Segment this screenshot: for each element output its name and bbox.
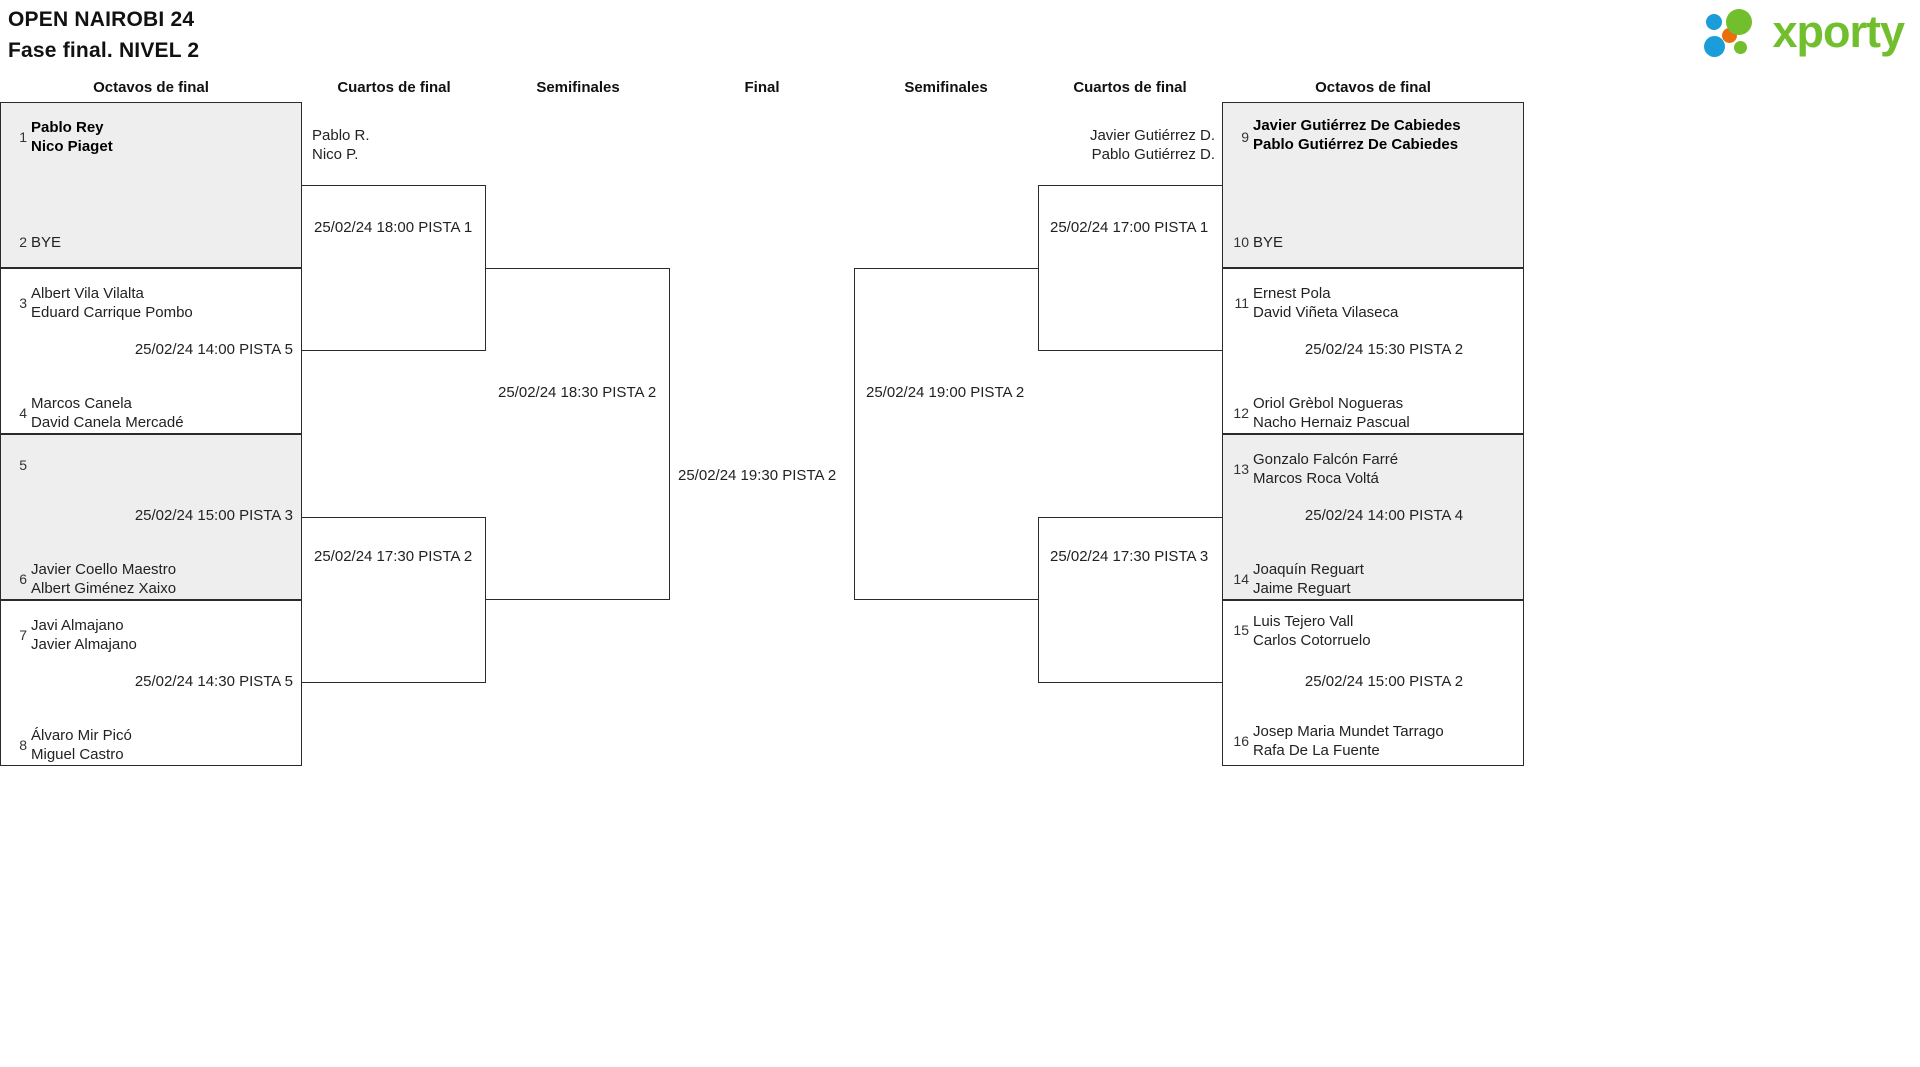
match-schedule: 25/02/24 14:00 PISTA 5 bbox=[134, 341, 293, 358]
match-schedule: 25/02/24 14:30 PISTA 5 bbox=[134, 673, 293, 690]
seed-number: 1 bbox=[19, 129, 27, 145]
xporty-dots-icon bbox=[1704, 8, 1766, 57]
match-schedule-left-qf-2: 25/02/24 17:30 PISTA 2 bbox=[314, 548, 473, 565]
match-schedule-right-sf-1: 25/02/24 19:00 PISTA 2 bbox=[866, 384, 1025, 401]
match-slot-left-r16-1[interactable]: 1 Pablo Rey Nico Piaget 2 BYE bbox=[0, 102, 302, 268]
team-names: Javi Almajano Javier Almajano bbox=[31, 617, 137, 653]
match-slot-right-r16-3[interactable]: 13 Gonzalo Falcón Farré Marcos Roca Volt… bbox=[1222, 434, 1524, 600]
xporty-logo[interactable]: xporty bbox=[1704, 6, 1905, 57]
round-header-right-sf: Semifinales bbox=[904, 79, 988, 96]
match-slot-left-r16-3[interactable]: 5 25/02/24 15:00 PISTA 3 6 Javier Coello… bbox=[0, 434, 302, 600]
seed-number: 7 bbox=[19, 627, 27, 643]
seed-number: 8 bbox=[19, 737, 27, 753]
match-schedule-left-sf-1: 25/02/24 18:30 PISTA 2 bbox=[498, 384, 657, 401]
team-names: Álvaro Mir Picó Miguel Castro bbox=[31, 727, 132, 763]
round-header-left-qf: Cuartos de final bbox=[337, 79, 451, 96]
team-names: BYE bbox=[1253, 234, 1284, 251]
team-names: Ernest Pola David Viñeta Vilaseca bbox=[1253, 285, 1399, 321]
match-slot-right-r16-1[interactable]: 9 Javier Gutiérrez De Cabiedes Pablo Gut… bbox=[1222, 102, 1524, 268]
seed-number: 4 bbox=[19, 405, 27, 421]
seed-number: 2 bbox=[19, 234, 27, 250]
seed-number: 9 bbox=[1241, 129, 1249, 145]
seed-number: 11 bbox=[1234, 295, 1249, 311]
match-slot-right-r16-4[interactable]: 15 Luis Tejero Vall Carlos Cotorruelo 25… bbox=[1222, 600, 1524, 766]
xporty-wordmark: xporty bbox=[1772, 6, 1905, 57]
connector-left-qf-1 bbox=[302, 185, 486, 351]
round-header-left-r16: Octavos de final bbox=[93, 79, 209, 96]
team-names: Gonzalo Falcón Farré Marcos Roca Voltá bbox=[1253, 451, 1399, 487]
match-schedule: 25/02/24 15:00 PISTA 2 bbox=[1304, 673, 1464, 690]
team-names: Luis Tejero Vall Carlos Cotorruelo bbox=[1253, 613, 1371, 649]
connector-left-qf-2 bbox=[302, 517, 486, 683]
round-header-right-r16: Octavos de final bbox=[1315, 79, 1431, 96]
tournament-name: OPEN NAIROBI 24 bbox=[8, 8, 195, 31]
connector-left-sf-1 bbox=[486, 268, 670, 600]
team-names: Javier Gutiérrez De Cabiedes Pablo Gutié… bbox=[1253, 117, 1461, 153]
seed-number: 15 bbox=[1233, 622, 1249, 638]
seed-number: 16 bbox=[1233, 733, 1249, 749]
seed-number: 5 bbox=[19, 457, 27, 473]
team-names: Joaquín Reguart Jaime Reguart bbox=[1253, 561, 1364, 597]
match-slot-left-r16-2[interactable]: 3 Albert Vila Vilalta Eduard Carrique Po… bbox=[0, 268, 302, 434]
seed-number: 12 bbox=[1233, 405, 1249, 421]
match-schedule: 25/02/24 15:00 PISTA 3 bbox=[134, 507, 293, 524]
connector-right-sf-1 bbox=[854, 268, 1038, 600]
connector-right-qf-1 bbox=[1038, 185, 1222, 351]
team-names: BYE bbox=[31, 234, 62, 251]
round-header-left-sf: Semifinales bbox=[536, 79, 620, 96]
team-names: Pablo Rey Nico Piaget bbox=[31, 119, 113, 155]
match-schedule-right-qf-2: 25/02/24 17:30 PISTA 3 bbox=[1050, 548, 1209, 565]
team-names: Marcos Canela David Canela Mercadé bbox=[31, 395, 184, 431]
match-schedule-right-qf-1: 25/02/24 17:00 PISTA 1 bbox=[1050, 219, 1209, 236]
seed-number: 13 bbox=[1233, 461, 1249, 477]
team-names: Albert Vila Vilalta Eduard Carrique Pomb… bbox=[31, 285, 193, 321]
team-names: Javier Coello Maestro Albert Giménez Xai… bbox=[31, 561, 177, 597]
match-schedule: 25/02/24 15:30 PISTA 2 bbox=[1304, 341, 1464, 358]
round-header-final: Final bbox=[744, 79, 780, 96]
tournament-phase: Fase final. NIVEL 2 bbox=[8, 39, 200, 62]
advanced-team-left-qf-1: Pablo R. Nico P. bbox=[312, 127, 370, 163]
team-names: Oriol Grèbol Nogueras Nacho Hernaiz Pasc… bbox=[1253, 395, 1410, 431]
tournament-title: OPEN NAIROBI 24 Fase final. NIVEL 2 bbox=[8, 4, 199, 66]
match-slot-left-r16-4[interactable]: 7 Javi Almajano Javier Almajano 25/02/24… bbox=[0, 600, 302, 766]
match-schedule: 25/02/24 14:00 PISTA 4 bbox=[1304, 507, 1464, 524]
match-schedule-final: 25/02/24 19:30 PISTA 2 bbox=[678, 467, 837, 484]
round-header-right-qf: Cuartos de final bbox=[1073, 79, 1187, 96]
seed-number: 10 bbox=[1233, 234, 1249, 250]
advanced-team-right-qf-1: Javier Gutiérrez D. Pablo Gutiérrez D. bbox=[1089, 127, 1215, 163]
match-slot-right-r16-2[interactable]: 11 Ernest Pola David Viñeta Vilaseca 25/… bbox=[1222, 268, 1524, 434]
connector-right-qf-2 bbox=[1038, 517, 1222, 683]
team-names: Josep Maria Mundet Tarrago Rafa De La Fu… bbox=[1253, 723, 1444, 759]
seed-number: 6 bbox=[19, 571, 27, 587]
seed-number: 14 bbox=[1233, 571, 1249, 587]
match-schedule-left-qf-1: 25/02/24 18:00 PISTA 1 bbox=[314, 219, 473, 236]
seed-number: 3 bbox=[19, 295, 27, 311]
